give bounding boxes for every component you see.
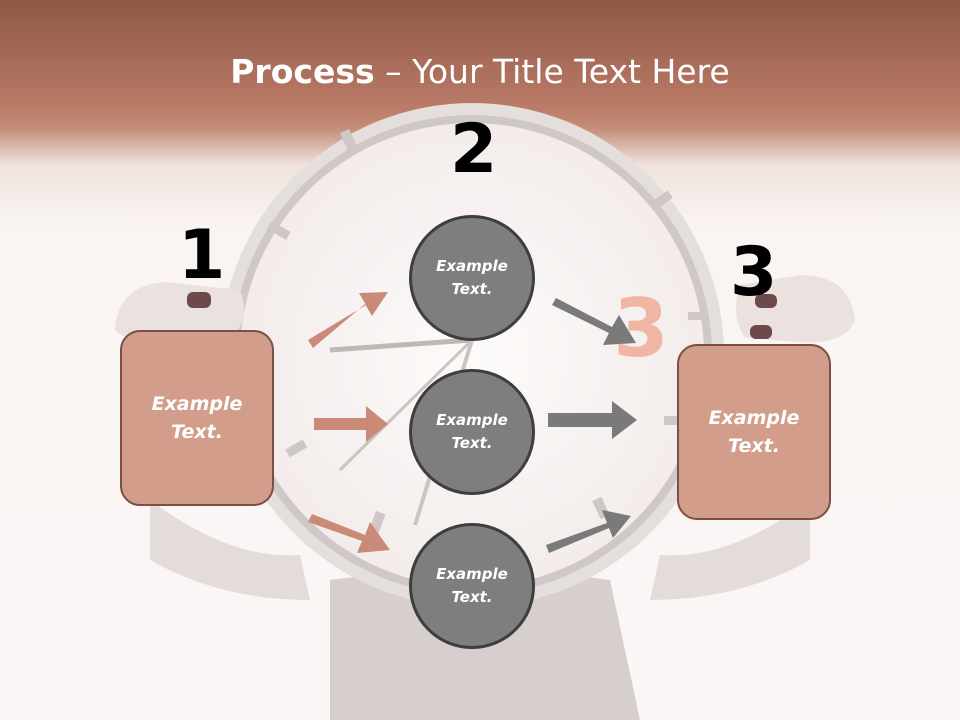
step-2-circle-middle: Example Text. xyxy=(409,369,535,495)
circle-bottom-line1: Example xyxy=(436,564,508,583)
clock-face xyxy=(240,123,704,587)
step-3-box: Example Text. xyxy=(677,344,831,520)
left-arrow-bottom xyxy=(308,514,390,553)
step-3-box-line1: Example xyxy=(708,406,800,429)
step-1-box-line2: Text. xyxy=(171,421,223,443)
step-2-circle-bottom: Example Text. xyxy=(409,523,535,649)
slide-title: Process – Your Title Text Here xyxy=(0,52,960,91)
right-arrow-middle xyxy=(548,401,637,439)
step-3-box-line2: Text. xyxy=(728,435,780,457)
clock-hour-hand xyxy=(329,337,473,353)
step-number-2: 2 xyxy=(450,110,498,189)
clock-second-hand xyxy=(338,338,474,472)
left-arrow-top xyxy=(308,292,388,348)
circle-top-line1: Example xyxy=(436,256,508,275)
circle-middle-line1: Example xyxy=(436,410,508,429)
right-fingernail-2 xyxy=(750,325,772,339)
step-1-box: Example Text. xyxy=(120,330,274,506)
step-number-3: 3 xyxy=(730,233,778,312)
left-fingernail xyxy=(187,292,211,308)
step-2-circle-top: Example Text. xyxy=(409,215,535,341)
left-hand xyxy=(115,282,244,342)
left-arrow-middle xyxy=(314,406,388,442)
right-arrow-bottom xyxy=(546,510,631,553)
circle-top-line2: Text. xyxy=(451,280,493,298)
right-arm xyxy=(650,500,810,600)
right-arrow-top xyxy=(552,298,636,345)
left-arm xyxy=(150,500,310,600)
step-1-box-line1: Example xyxy=(151,392,243,415)
circle-middle-line2: Text. xyxy=(451,434,493,452)
title-rest: – Your Title Text Here xyxy=(374,52,730,91)
circle-bottom-line2: Text. xyxy=(451,588,493,606)
step-number-1: 1 xyxy=(178,216,226,295)
right-fingernail xyxy=(755,294,777,308)
title-bold: Process xyxy=(230,52,375,91)
